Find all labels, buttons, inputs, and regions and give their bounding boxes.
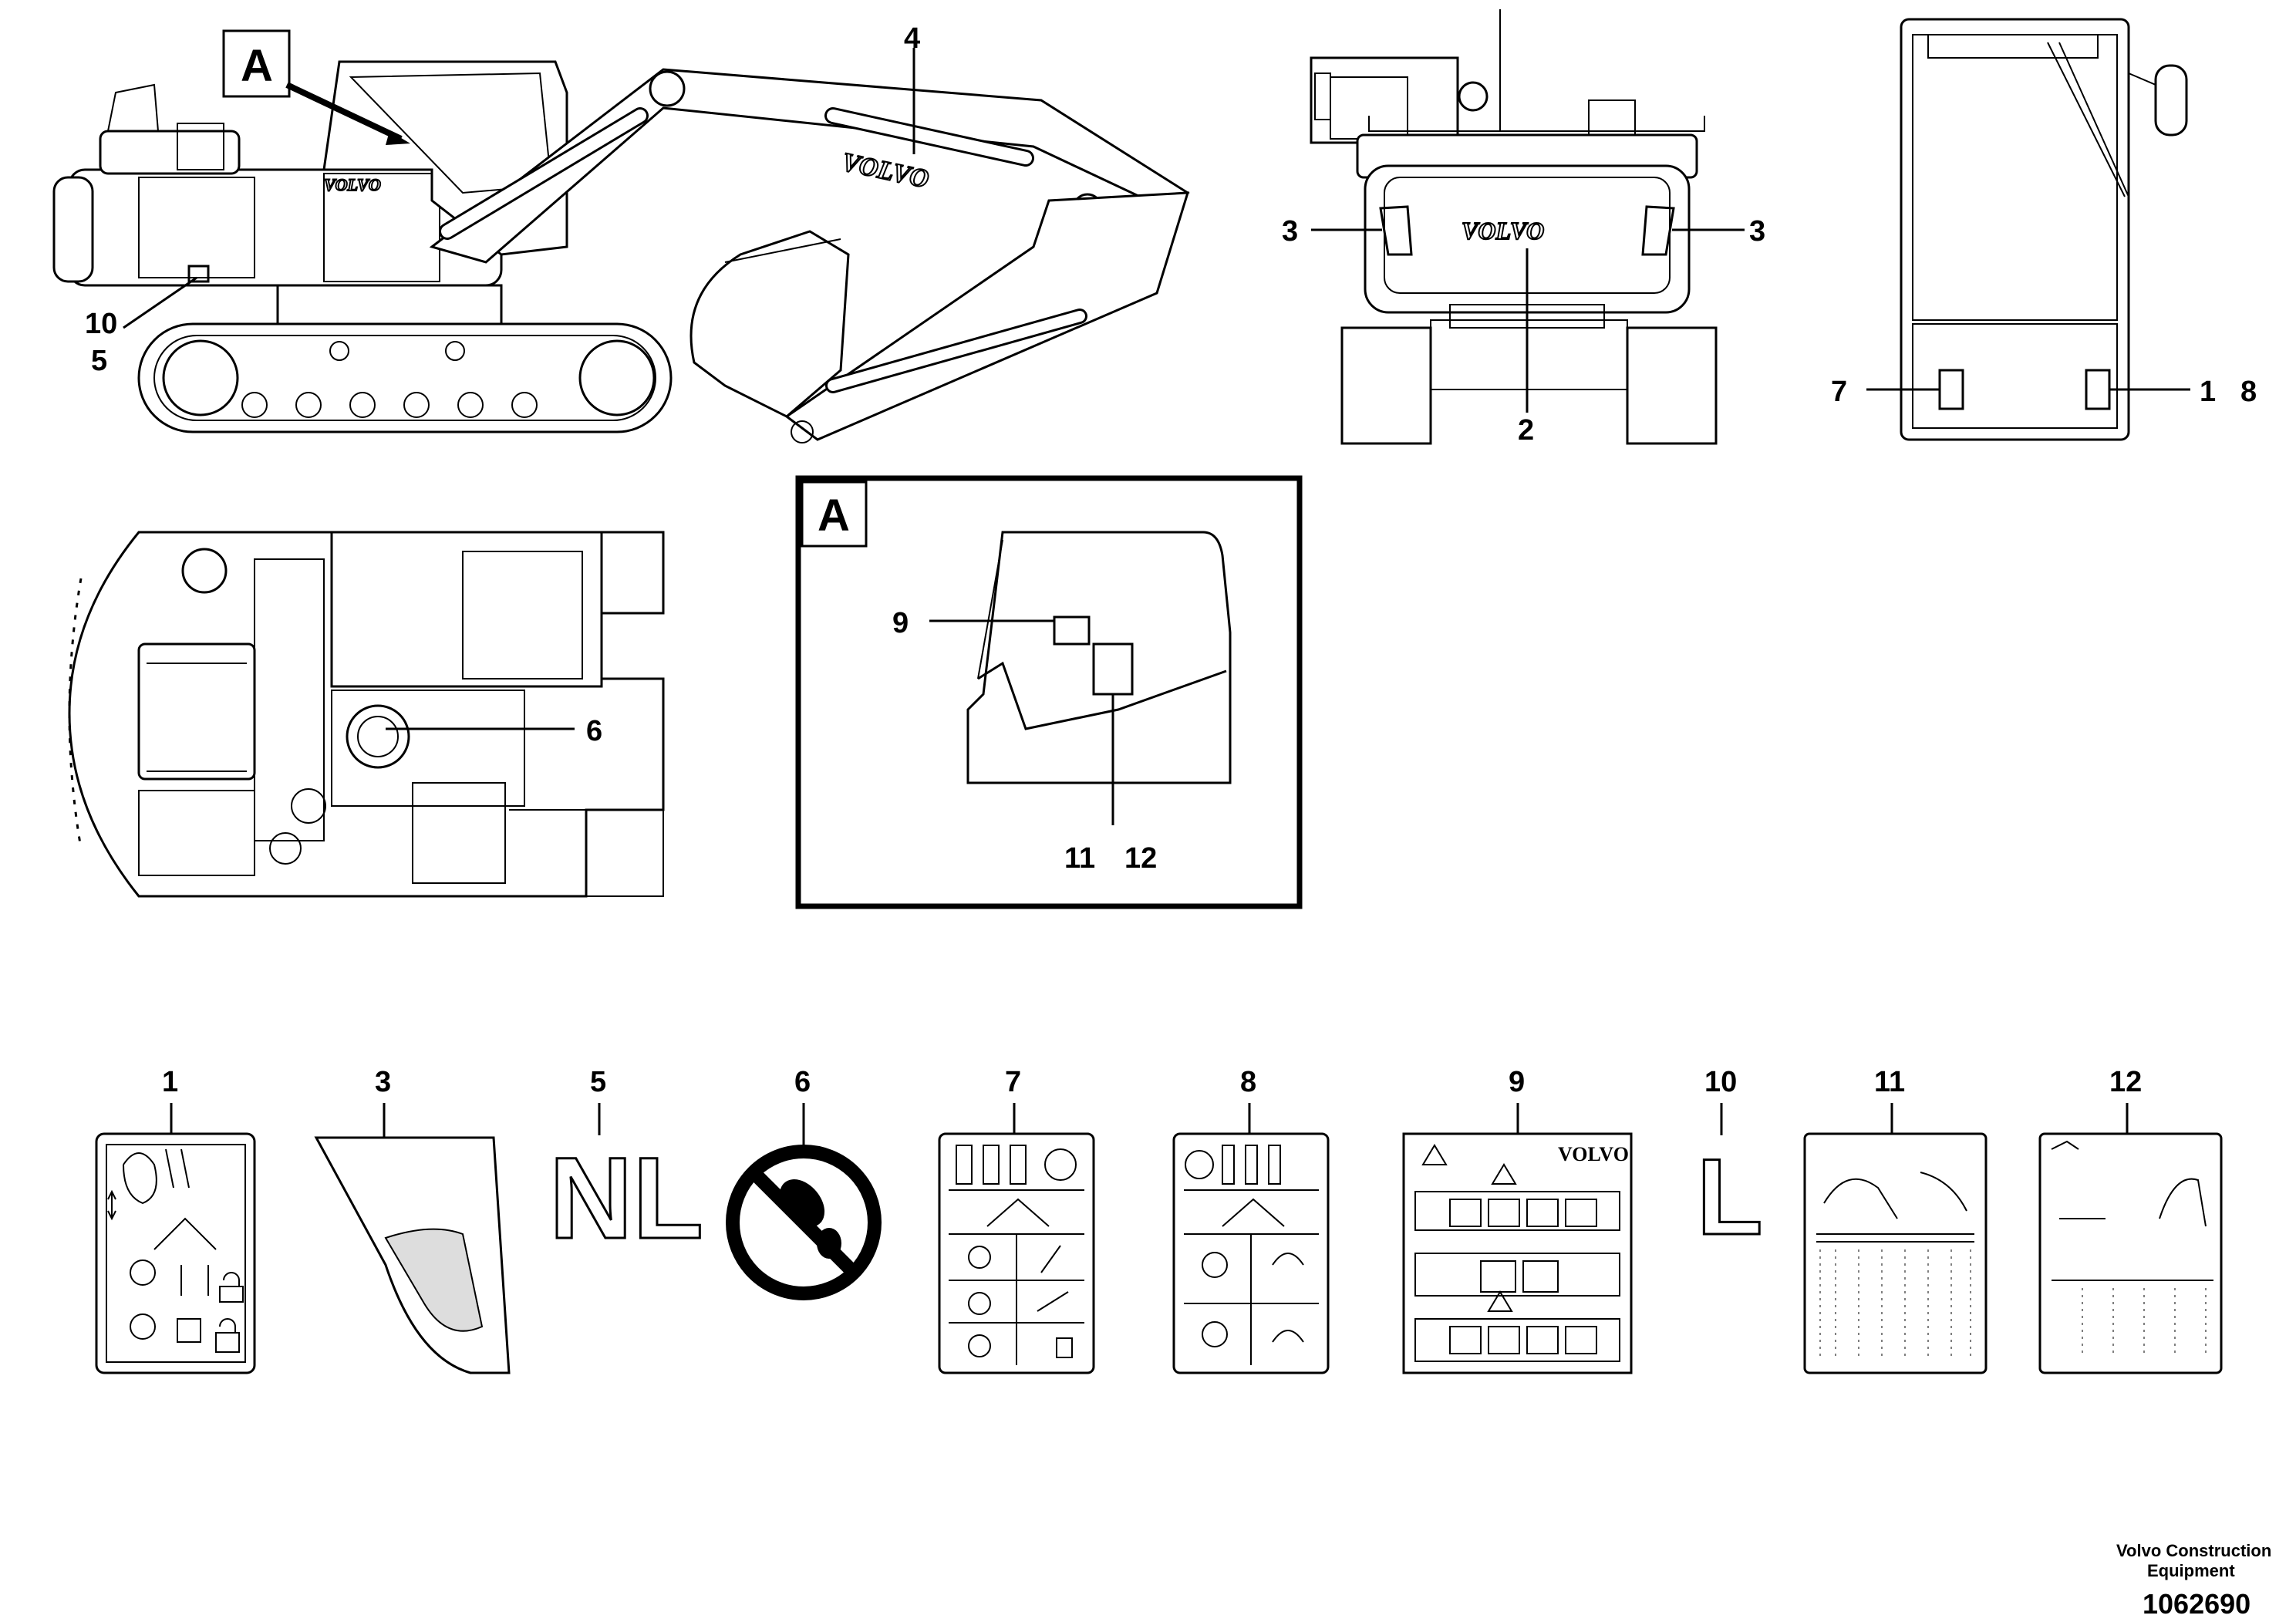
company-line-1: Volvo Construction [2116,1541,2271,1560]
decal-12: 12 [2038,1066,2223,1374]
decal-9: 9 VOLVO [1402,1066,1633,1374]
callout-10: 10 [85,308,117,340]
rear-reflector-right [1641,205,1675,256]
decal-5: 5 NL [548,1066,705,1264]
doc-number: 1062690 [2143,1588,2250,1620]
side-logo-text: VOLVO [324,175,381,194]
company-line-2: Equipment [2147,1561,2235,1580]
decal-10: 10 L [1696,1066,1765,1259]
view-a-letter: A [241,41,273,91]
detail-a-letter: A [818,491,850,541]
callout-8: 8 [2240,376,2257,408]
excavator-rear-view: VOLVO 3 3 2 [1282,9,1765,447]
callout-1: 1 [2200,376,2216,408]
callout-7: 7 [1831,376,1847,408]
detail-a-box: A 9 11 12 [795,475,1303,909]
rear-logo-text: VOLVO [1462,217,1544,244]
control-pattern-decal-icon [95,1132,256,1374]
decal-9-location [1053,615,1091,646]
decal-3: 3 [314,1066,511,1374]
callout-5: 5 [91,345,107,377]
decal-10-number: 10 [1704,1066,1737,1098]
decal-1-number: 1 [162,1066,178,1098]
decal-6: 6 [726,1066,882,1300]
excavator-top-view: 6 [68,531,665,898]
decal-11-number: 11 [1874,1066,1905,1098]
excavator-side-view: VOLVO VOLVO 4 10 5 A [52,22,1190,443]
decal-9-logo: VOLVO [1558,1143,1629,1165]
decal-8: 8 [1172,1066,1330,1374]
callout-3-left: 3 [1282,215,1298,248]
decal-8-number: 8 [1240,1066,1256,1098]
nl-letters-decal: NL [549,1133,703,1263]
boom-logo-text: VOLVO [839,148,931,194]
footer: Volvo Construction Equipment 1062690 [2116,1541,2271,1620]
cab-rear-view: 7 1 8 [1831,18,2257,441]
decal-10-location [187,265,210,283]
lifting-capacity-chart-icon [1803,1132,1988,1374]
l-letter-decal: L [1697,1136,1763,1257]
callout-9: 9 [892,607,909,639]
decal-1: 1 [95,1066,256,1374]
decal-9-number: 9 [1509,1066,1525,1098]
callout-11: 11 [1064,842,1095,875]
no-step-sign-icon [726,1145,882,1300]
decal-12-number: 12 [2109,1066,2142,1098]
rear-reflector-left [1379,205,1413,256]
decal-5-number: 5 [590,1066,606,1098]
callout-2: 2 [1518,414,1534,447]
decal-7-number: 7 [1005,1066,1021,1098]
decal-11: 11 [1803,1066,1988,1374]
callout-4: 4 [904,22,920,55]
decal-6-number: 6 [794,1066,811,1098]
callout-3-right: 3 [1749,215,1765,248]
decal-7: 7 [938,1066,1095,1374]
view-a-marker [222,29,291,98]
lifting-capacity-chart-icon-12 [2038,1132,2223,1374]
callout-12: 12 [1124,842,1157,875]
decal-3-number: 3 [375,1066,391,1098]
decal-catalog: 1 3 5 NL [95,1066,2223,1374]
callout-6: 6 [586,715,602,747]
